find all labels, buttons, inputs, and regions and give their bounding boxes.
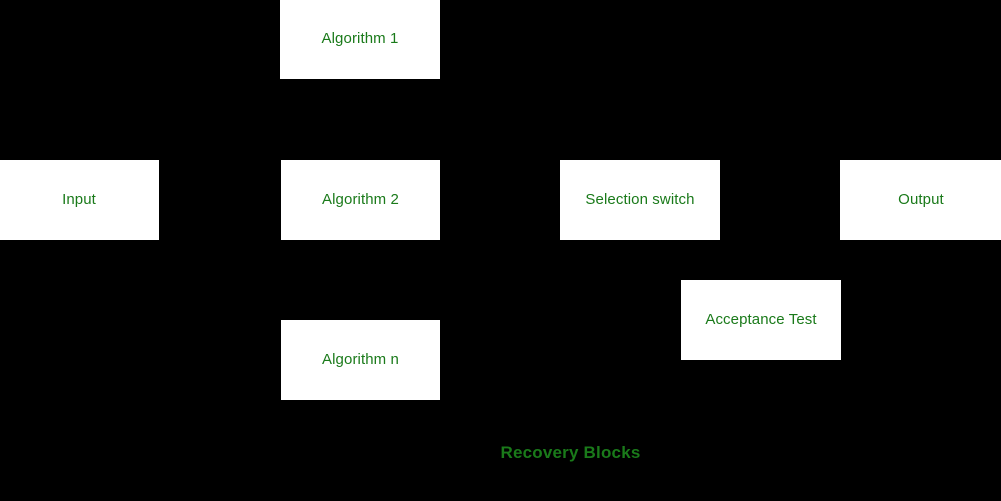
node-algorithm-1-label: Algorithm 1 bbox=[321, 30, 399, 47]
node-output-label: Output bbox=[898, 191, 944, 208]
node-algorithm-n[interactable]: Algorithm n bbox=[281, 320, 440, 400]
node-algorithm-2-label: Algorithm 2 bbox=[322, 191, 399, 208]
node-algorithm-2[interactable]: Algorithm 2 bbox=[281, 160, 440, 240]
node-selection-switch-label: Selection switch bbox=[585, 191, 695, 208]
node-selection-switch[interactable]: Selection switch bbox=[560, 160, 720, 240]
node-output[interactable]: Output bbox=[840, 160, 1001, 240]
node-input[interactable]: Input bbox=[0, 160, 159, 240]
node-acceptance-test-label: Acceptance Test bbox=[705, 311, 817, 328]
node-algorithm-n-label: Algorithm n bbox=[322, 351, 399, 368]
node-acceptance-test[interactable]: Acceptance Test bbox=[681, 280, 841, 360]
diagram-caption: Recovery Blocks bbox=[500, 443, 641, 462]
node-input-label: Input bbox=[62, 191, 96, 208]
node-algorithm-1[interactable]: Algorithm 1 bbox=[280, 0, 440, 79]
